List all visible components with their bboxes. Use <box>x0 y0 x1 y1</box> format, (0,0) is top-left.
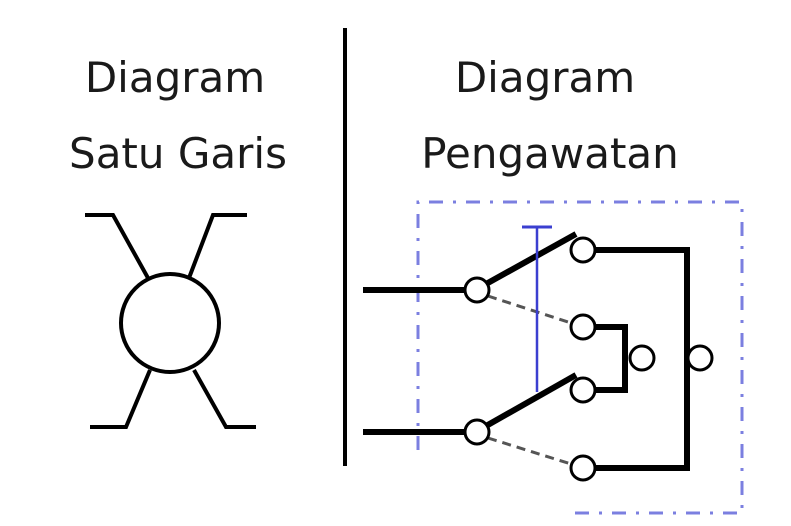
terminal-top <box>569 236 597 264</box>
single-line-symbol <box>85 213 256 429</box>
left-title-line2: Satu Garis <box>69 129 287 178</box>
terminal-outer-output <box>686 344 714 372</box>
inner-wire <box>595 324 628 393</box>
symbol-lead-bottom-right <box>192 369 256 429</box>
symbol-circle <box>119 272 221 374</box>
switch-blade-bottom <box>484 372 578 429</box>
terminal-inner-output <box>628 344 656 372</box>
symbol-lead-top-right <box>187 213 247 279</box>
symbol-lead-bottom-left <box>90 369 152 429</box>
switch-blade-top <box>484 231 578 287</box>
terminal-common-top <box>463 276 491 304</box>
wiring-diagram <box>363 200 744 515</box>
right-title-line1: Diagram <box>455 53 635 102</box>
alt-position-top <box>487 294 572 325</box>
terminal-bottom <box>569 454 597 482</box>
symbol-lead-top-left <box>85 213 150 279</box>
right-title-line2: Pengawatan <box>421 129 679 178</box>
terminal-mid-lower <box>569 376 597 404</box>
terminal-mid-upper <box>569 313 597 341</box>
left-title-line1: Diagram <box>85 53 265 102</box>
alt-position-bottom <box>487 436 572 466</box>
terminal-common-bottom <box>463 418 491 446</box>
